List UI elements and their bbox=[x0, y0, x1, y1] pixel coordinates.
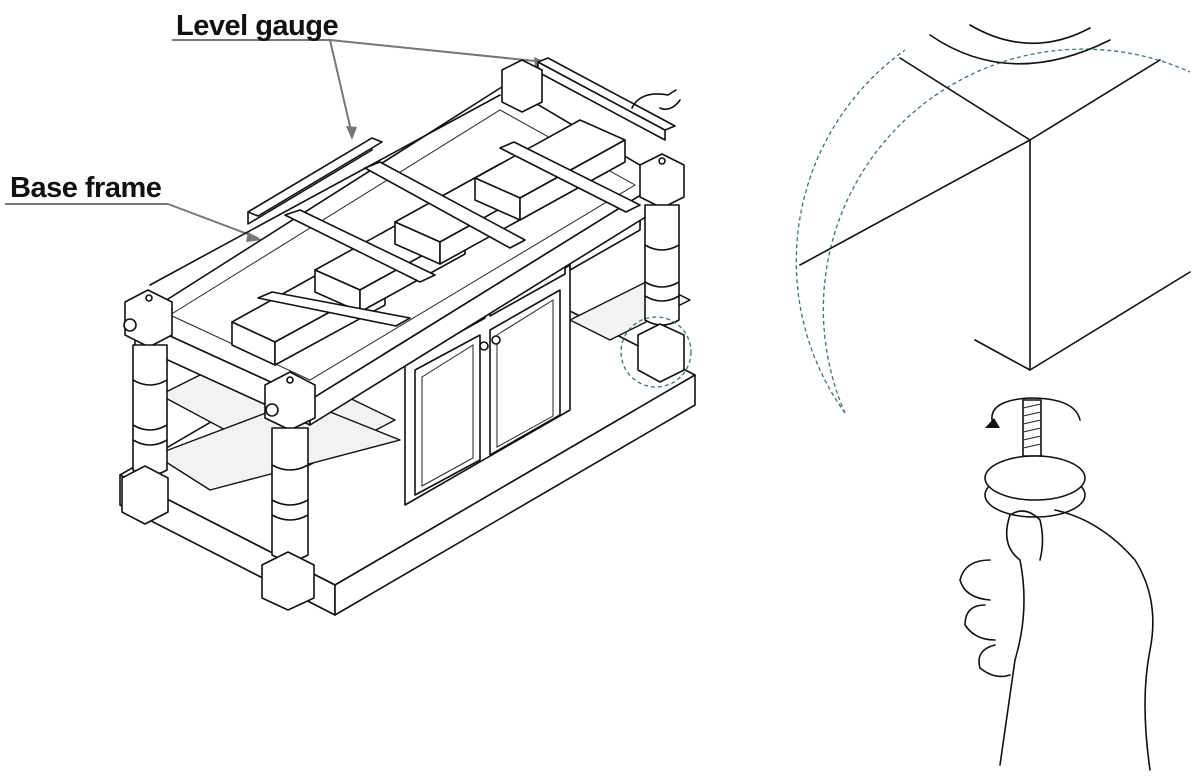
corner-post-cap bbox=[264, 371, 316, 431]
corner-post-cap bbox=[124, 289, 173, 348]
foot-block bbox=[261, 551, 315, 611]
base-plinth-front-face bbox=[334, 374, 696, 616]
door-knob bbox=[491, 335, 501, 345]
turned-leg bbox=[271, 427, 309, 561]
detail-circle bbox=[620, 316, 692, 388]
cross-slat bbox=[284, 209, 436, 283]
hand bbox=[959, 509, 1154, 771]
leg-turning bbox=[929, 24, 1111, 65]
cabinet-door-right bbox=[489, 289, 561, 456]
turned-leg bbox=[132, 344, 168, 476]
post-bolt bbox=[123, 318, 137, 332]
hand-holding-gauge bbox=[631, 89, 681, 111]
detail-view bbox=[795, 24, 1191, 771]
base-frame-label: Base frame bbox=[10, 172, 162, 204]
rotate-arrow-icon bbox=[991, 397, 1081, 421]
cross-slat bbox=[257, 291, 411, 327]
door-knob bbox=[479, 341, 489, 351]
level-gauge-leader-1 bbox=[329, 39, 353, 136]
leader-arrowhead bbox=[346, 126, 357, 140]
cross-slat bbox=[499, 141, 641, 213]
leader-arrowhead bbox=[246, 232, 262, 242]
block-top-edge bbox=[899, 57, 1031, 141]
base-frame-leader bbox=[167, 203, 259, 239]
corner-post-cap bbox=[501, 59, 543, 113]
level-gauge-label: Level gauge bbox=[176, 10, 339, 42]
cross-slat bbox=[364, 161, 526, 249]
foot-block bbox=[637, 323, 685, 383]
foot-block bbox=[121, 465, 169, 525]
level-gauge-leader-2 bbox=[329, 39, 546, 63]
detail-boundary-arc bbox=[822, 48, 1191, 414]
corner-post-cap bbox=[639, 153, 685, 209]
post-bolt bbox=[265, 403, 279, 417]
cabinet-door-left bbox=[414, 334, 481, 496]
rotate-arrow-icon bbox=[985, 418, 1000, 428]
detail-boundary-arc bbox=[795, 49, 906, 414]
leader-lines bbox=[5, 39, 548, 242]
base-frame-back-rail bbox=[149, 94, 501, 286]
turned-leg bbox=[644, 204, 680, 326]
kitchen-island bbox=[119, 57, 696, 616]
